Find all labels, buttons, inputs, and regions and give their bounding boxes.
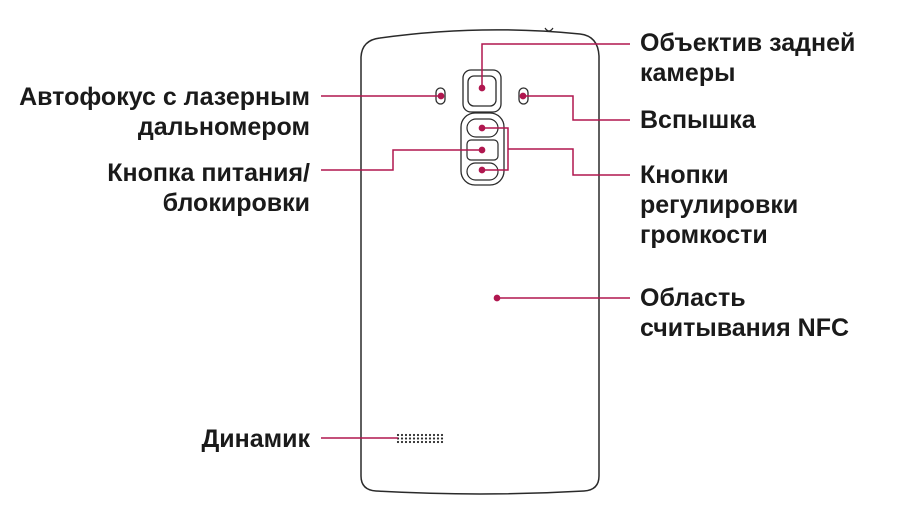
speaker-grille — [396, 433, 444, 444]
leader-dot-flash — [519, 92, 527, 100]
rear-key-housing — [460, 112, 505, 186]
label-volume-keys-line2: регулировки — [640, 191, 799, 219]
label-laser-af-line2: дальномером — [137, 113, 310, 141]
top-notch — [544, 27, 554, 32]
label-speaker: Динамик — [201, 424, 310, 454]
label-flash: Вспышка — [640, 105, 756, 135]
phone-body-outline — [360, 29, 600, 495]
leader-dot-rear-camera — [478, 84, 486, 92]
label-nfc-area: Область считывания NFC — [640, 283, 849, 343]
label-flash-line1: Вспышка — [640, 106, 756, 134]
label-volume-keys: Кнопки регулировки громкости — [640, 160, 798, 250]
label-power-lock: Кнопка питания/ блокировки — [107, 158, 310, 218]
leader-power-lock — [321, 149, 482, 171]
label-nfc-area-line2: считывания NFC — [640, 314, 850, 342]
leader-volume-keys — [508, 148, 630, 176]
label-laser-af: Автофокус с лазерным дальномером — [19, 82, 310, 142]
label-rear-camera-line2: камеры — [640, 59, 736, 87]
label-speaker-line1: Динамик — [201, 425, 310, 453]
leader-dot-volume-down — [478, 166, 486, 174]
label-rear-camera: Объектив задней камеры — [640, 28, 855, 88]
leader-dot-laser-af — [437, 92, 445, 100]
leader-dot-volume-up — [478, 124, 486, 132]
label-power-lock-line1: Кнопка питания/ — [107, 159, 310, 187]
leader-rear-camera — [481, 43, 630, 88]
label-volume-keys-line1: Кнопки — [640, 161, 729, 189]
leader-flash — [523, 95, 630, 121]
label-laser-af-line1: Автофокус с лазерным — [19, 83, 310, 111]
leader-lines — [321, 43, 630, 439]
label-nfc-area-line1: Область — [640, 284, 746, 312]
leader-dot-nfc — [493, 294, 501, 302]
volume-down-key — [466, 162, 499, 181]
leader-dot-power-lock — [478, 146, 486, 154]
label-volume-keys-line3: громкости — [640, 221, 768, 249]
label-power-lock-line2: блокировки — [162, 189, 310, 217]
label-rear-camera-line1: Объектив задней — [640, 29, 856, 57]
